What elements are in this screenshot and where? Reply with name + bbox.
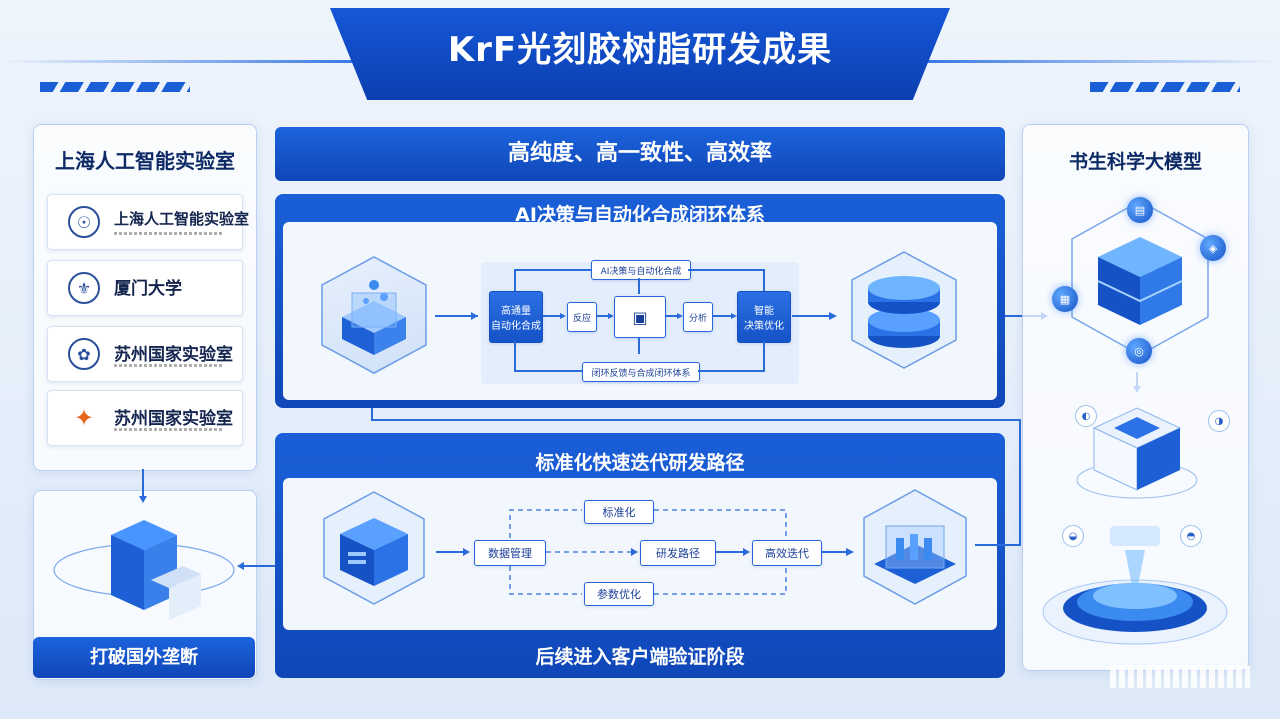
lab-seal-icon: ☉ — [68, 206, 100, 238]
flow2-box-optimize: 参数优化 — [584, 582, 654, 606]
flow-box-analysis: 分析 — [683, 302, 713, 332]
institution-name: 苏州国家实验室 — [114, 409, 233, 429]
institution-name: 苏州国家实验室 — [114, 345, 233, 365]
institution-card: ✿ 苏州国家实验室 — [47, 326, 243, 382]
header-stripe-left — [40, 82, 190, 92]
synthesis-reactor-icon — [321, 256, 427, 374]
institution-subtitle-line — [114, 232, 224, 235]
monopoly-cube-illustration — [53, 520, 235, 620]
server-building-icon — [1076, 407, 1198, 499]
page-title: KrF光刻胶树脂研发成果 — [447, 30, 833, 70]
flow2-box-iterate: 高效迭代 — [752, 540, 822, 566]
center-footer: 后续进入客户端验证阶段 — [535, 646, 745, 668]
institution-subtitle-line — [114, 428, 224, 431]
header-band — [330, 8, 950, 100]
inference-icon: ◑ — [1208, 410, 1230, 432]
model-cube-hex — [1071, 200, 1209, 356]
flow2-box-standard: 标准化 — [584, 500, 654, 524]
model-icon: ◈ — [1200, 235, 1226, 261]
decision-icon: ◒ — [1062, 525, 1084, 547]
analysis-icon: ▦ — [1052, 286, 1078, 312]
flow2-box-path: 研发路径 — [640, 540, 716, 566]
institution-name: 上海人工智能实验室 — [114, 210, 250, 228]
database-disk-icon — [851, 251, 957, 369]
institution-card: ☉ 上海人工智能实验室 — [47, 194, 249, 250]
network-icon: ◓ — [1180, 525, 1202, 547]
star-logo-icon: ✦ — [73, 404, 95, 432]
left-heading: 上海人工智能实验室 — [55, 149, 235, 173]
national-lab-seal-icon: ✿ — [68, 338, 100, 370]
data-icon: ▤ — [1127, 197, 1153, 223]
platform-disk-icon — [1042, 526, 1228, 645]
institution-name: 厦门大学 — [114, 279, 182, 299]
university-seal-icon: ⚜ — [68, 272, 100, 304]
flow2-box-data: 数据管理 — [474, 540, 546, 566]
flow-arrows — [435, 269, 837, 372]
institution-card: ⚜ 厦门大学 — [47, 260, 243, 316]
flow-box-center-screen-icon: ▣ — [614, 296, 666, 338]
institution-card: ✦ 苏州国家实验室 — [47, 390, 243, 446]
flow-box-reaction: 反应 — [567, 302, 597, 332]
compute-icon: ◐ — [1075, 405, 1097, 427]
flow2-arrows — [436, 509, 854, 595]
left-footer-bar: 打破国外垄断 — [33, 637, 255, 678]
center-banner: 高纯度、高一致性、高效率 — [275, 127, 1005, 181]
vials-cube-icon — [863, 489, 967, 605]
server-cube-icon — [323, 491, 425, 605]
right-heading: 书生科学大模型 — [1068, 151, 1202, 173]
institution-subtitle-line — [114, 364, 224, 367]
verify-icon: ◎ — [1126, 338, 1152, 364]
header-stripe-right — [1090, 82, 1240, 92]
section2-title: 标准化快速迭代研发路径 — [535, 452, 745, 474]
watermark — [1110, 666, 1250, 688]
section1-title: AI决策与自动化合成闭环体系 — [515, 204, 765, 226]
header: KrF光刻胶树脂研发成果 — [0, 0, 1280, 100]
